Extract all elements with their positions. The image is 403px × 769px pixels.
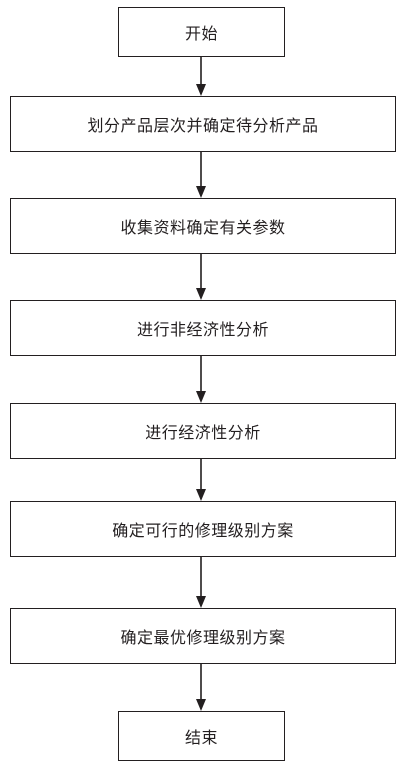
arrow-step-4-to-step-5	[196, 459, 206, 501]
arrow-step-6-to-end	[196, 664, 206, 711]
step-6-box: 确定最优修理级别方案	[10, 608, 396, 664]
step-3-box: 进行非经济性分析	[10, 300, 396, 356]
step-4-box: 进行经济性分析	[10, 403, 396, 459]
step-3-label: 进行非经济性分析	[136, 320, 269, 339]
arrow-step-1-to-step-2	[196, 152, 206, 198]
end-label: 结束	[184, 728, 218, 747]
step-5-label: 确定可行的修理级别方案	[112, 521, 294, 540]
step-2-box: 收集资料确定有关参数	[10, 198, 396, 254]
arrow-start-to-step-1	[196, 57, 206, 96]
step-1-box: 划分产品层次并确定待分析产品	[10, 96, 396, 152]
start-label: 开始	[184, 24, 218, 43]
arrow-step-3-to-step-4	[196, 356, 206, 403]
arrow-step-5-to-step-6	[196, 557, 206, 608]
step-6-label: 确定最优修理级别方案	[120, 628, 286, 647]
step-2-label: 收集资料确定有关参数	[120, 218, 286, 237]
step-4-label: 进行经济性分析	[145, 423, 261, 442]
arrow-step-2-to-step-3	[196, 254, 206, 300]
step-1-label: 划分产品层次并确定待分析产品	[87, 116, 319, 135]
start-node: 开始	[118, 7, 285, 57]
end-node: 结束	[118, 711, 285, 761]
step-5-box: 确定可行的修理级别方案	[10, 501, 396, 557]
